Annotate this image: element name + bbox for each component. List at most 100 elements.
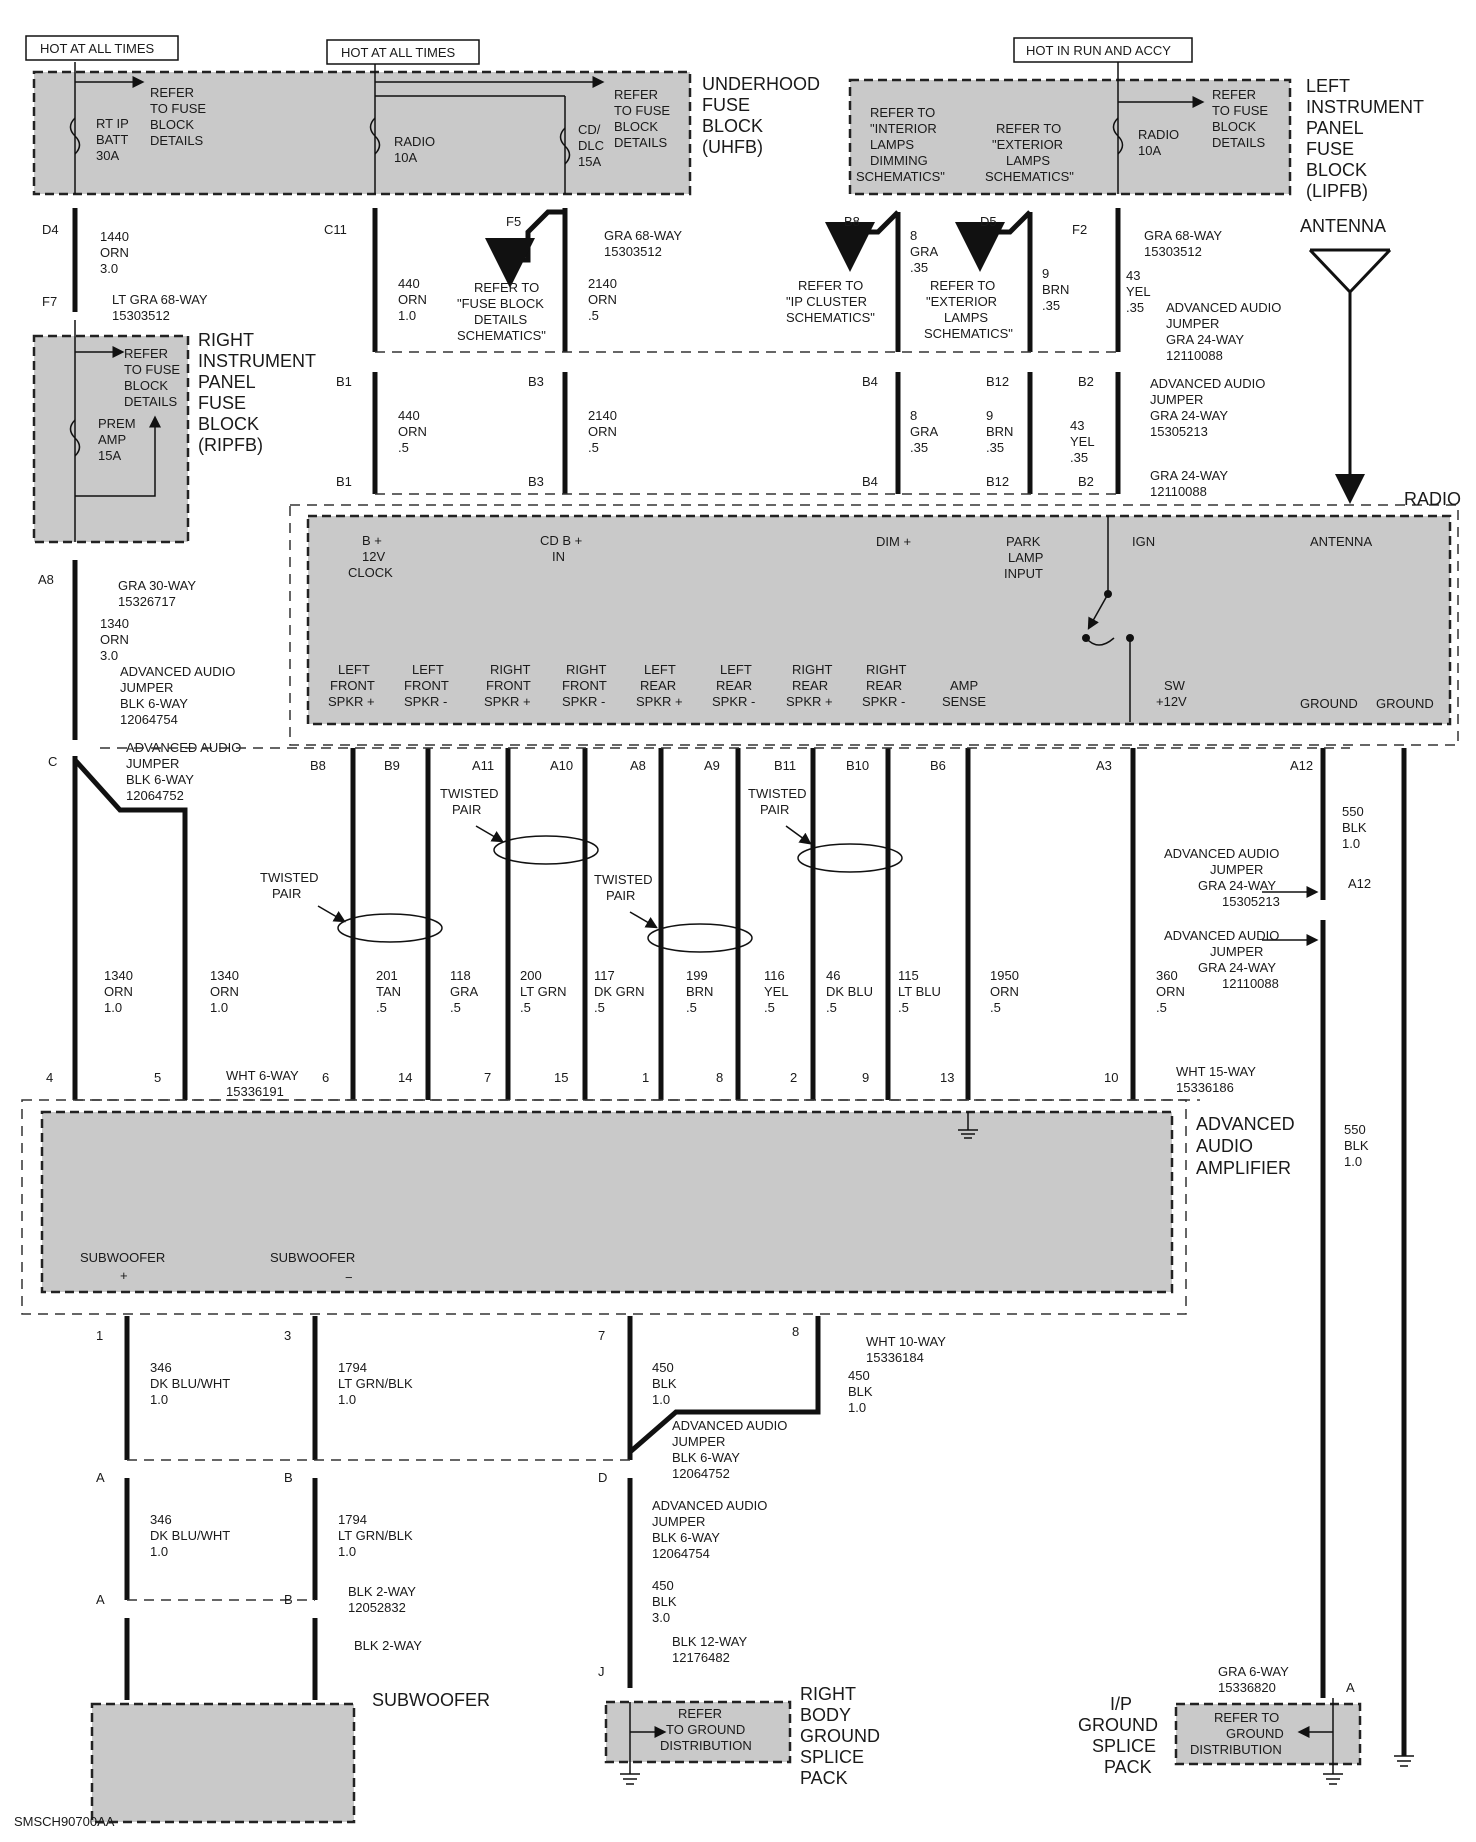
svg-text:7: 7: [484, 1070, 491, 1085]
svg-text:TWISTED: TWISTED: [594, 872, 653, 887]
svg-text:7: 7: [598, 1328, 605, 1343]
svg-text:BLOCK: BLOCK: [124, 378, 168, 393]
svg-text:2: 2: [790, 1070, 797, 1085]
svg-text:DETAILS: DETAILS: [124, 394, 178, 409]
svg-text:A8: A8: [38, 572, 54, 587]
svg-text:PAIR: PAIR: [452, 802, 481, 817]
svg-text:HOT AT ALL TIMES: HOT AT ALL TIMES: [341, 45, 455, 60]
svg-text:DIM +: DIM +: [876, 534, 911, 549]
svg-text:(UHFB): (UHFB): [702, 137, 763, 157]
svg-text:+: +: [120, 1268, 128, 1283]
svg-text:JUMPER: JUMPER: [672, 1434, 725, 1449]
ripfb-fuse-block: REFER TO FUSE BLOCK DETAILS PREM AMP 15A: [32, 320, 190, 544]
svg-text:SCHEMATICS": SCHEMATICS": [457, 328, 546, 343]
svg-text:TWISTED: TWISTED: [260, 870, 319, 885]
svg-text:A11: A11: [472, 758, 494, 773]
svg-text:TO FUSE: TO FUSE: [150, 101, 206, 116]
svg-text:SUBWOOFER: SUBWOOFER: [80, 1250, 165, 1265]
svg-text:450: 450: [848, 1368, 870, 1383]
svg-text:.5: .5: [520, 1000, 531, 1015]
svg-text:LT BLU: LT BLU: [898, 984, 941, 999]
svg-text:B4: B4: [862, 474, 878, 489]
svg-text:ADVANCED AUDIO: ADVANCED AUDIO: [1164, 928, 1279, 943]
svg-text:10A: 10A: [1138, 143, 1161, 158]
svg-text:JUMPER: JUMPER: [1150, 392, 1203, 407]
svg-text:.35: .35: [1042, 298, 1060, 313]
svg-text:15336186: 15336186: [1176, 1080, 1234, 1095]
svg-text:B2: B2: [1078, 374, 1094, 389]
ground-wire-label-right: 550 BLK 1.0: [1344, 1122, 1369, 1169]
svg-text:A12: A12: [1348, 876, 1371, 891]
svg-text:DISTRIBUTION: DISTRIBUTION: [1190, 1742, 1282, 1757]
svg-text:1.0: 1.0: [210, 1000, 228, 1015]
svg-text:450: 450: [652, 1578, 674, 1593]
svg-text:"INTERIOR: "INTERIOR: [870, 121, 937, 136]
svg-text:15A: 15A: [98, 448, 121, 463]
svg-text:SPKR +: SPKR +: [636, 694, 683, 709]
svg-text:RADIO: RADIO: [394, 134, 435, 149]
svg-text:ORN: ORN: [588, 292, 617, 307]
header-hot-at-all-times-1: HOT AT ALL TIMES: [25, 35, 179, 61]
svg-text:AMP: AMP: [950, 678, 978, 693]
svg-text:12110088: 12110088: [1222, 976, 1279, 991]
upper-wires: [72, 208, 1121, 495]
uhfb-fuse-block: REFER TO FUSE BLOCK DETAILS REFER TO FUS…: [32, 62, 692, 196]
svg-text:RIGHT: RIGHT: [566, 662, 607, 677]
svg-text:RT IP: RT IP: [96, 116, 129, 131]
svg-text:IN: IN: [552, 549, 565, 564]
svg-text:REFER TO: REFER TO: [996, 121, 1061, 136]
svg-text:INSTRUMENT: INSTRUMENT: [198, 351, 316, 371]
svg-text:B6: B6: [930, 758, 946, 773]
svg-text:8: 8: [716, 1070, 723, 1085]
svg-text:REFER: REFER: [150, 85, 194, 100]
svg-text:JUMPER: JUMPER: [652, 1514, 705, 1529]
svg-text:2140: 2140: [588, 276, 617, 291]
svg-text:12176482: 12176482: [672, 1650, 730, 1665]
svg-text:CD/: CD/: [578, 122, 601, 137]
svg-text:.5: .5: [398, 440, 409, 455]
svg-text:46: 46: [826, 968, 840, 983]
svg-text:1.0: 1.0: [150, 1544, 168, 1559]
svg-text:LAMP: LAMP: [1008, 550, 1043, 565]
svg-text:REFER: REFER: [614, 87, 658, 102]
svg-text:10A: 10A: [394, 150, 417, 165]
svg-text:BATT: BATT: [96, 132, 128, 147]
svg-text:GRA 24-WAY: GRA 24-WAY: [1166, 332, 1244, 347]
header-hot-at-all-times-2: HOT AT ALL TIMES: [326, 39, 480, 65]
svg-text:AMP: AMP: [98, 432, 126, 447]
svg-text:SCHEMATICS": SCHEMATICS": [985, 169, 1074, 184]
svg-text:"IP CLUSTER: "IP CLUSTER: [786, 294, 867, 309]
svg-text:BLK 2-WAY: BLK 2-WAY: [354, 1638, 422, 1653]
svg-text:ADVANCED AUDIO: ADVANCED AUDIO: [120, 664, 235, 679]
svg-text:BLOCK: BLOCK: [614, 119, 658, 134]
svg-text:I/P: I/P: [1110, 1694, 1132, 1714]
svg-text:WHT 10-WAY: WHT 10-WAY: [866, 1334, 946, 1349]
svg-text:440: 440: [398, 408, 420, 423]
svg-text:A: A: [96, 1592, 105, 1607]
svg-text:TO GROUND: TO GROUND: [666, 1722, 745, 1737]
svg-text:D4: D4: [42, 222, 59, 237]
svg-text:1.0: 1.0: [1342, 836, 1360, 851]
svg-text:550: 550: [1344, 1122, 1366, 1137]
svg-text:J: J: [598, 1664, 605, 1679]
svg-text:LAMPS: LAMPS: [870, 137, 914, 152]
svg-text:B12: B12: [986, 474, 1009, 489]
svg-text:.5: .5: [826, 1000, 837, 1015]
amp-input-pin-labels: 4 5 WHT 6-WAY 15336191 6 14 7 15 1 8 2 9…: [46, 1064, 1256, 1099]
svg-text:SCHEMATICS": SCHEMATICS": [786, 310, 875, 325]
svg-text:15303512: 15303512: [604, 244, 662, 259]
twisted-pair-labels: TWISTED PAIR TWISTED PAIR TWISTED PAIR T…: [260, 786, 807, 903]
svg-text:D5: D5: [980, 214, 997, 229]
svg-text:SUBWOOFER: SUBWOOFER: [270, 1250, 355, 1265]
svg-text:DETAILS: DETAILS: [474, 312, 528, 327]
svg-text:SPLICE: SPLICE: [800, 1747, 864, 1767]
ip-ground-splice-pack: REFER TO GROUND DISTRIBUTION I/P GROUND …: [1078, 1664, 1362, 1785]
svg-text:GRA 68-WAY: GRA 68-WAY: [1144, 228, 1222, 243]
svg-text:BLK 2-WAY: BLK 2-WAY: [348, 1584, 416, 1599]
svg-text:9: 9: [862, 1070, 869, 1085]
svg-text:A10: A10: [550, 758, 573, 773]
svg-text:ADVANCED AUDIO: ADVANCED AUDIO: [652, 1498, 767, 1513]
svg-text:1.0: 1.0: [338, 1392, 356, 1407]
svg-text:PACK: PACK: [1104, 1757, 1152, 1777]
svg-text:TAN: TAN: [376, 984, 401, 999]
